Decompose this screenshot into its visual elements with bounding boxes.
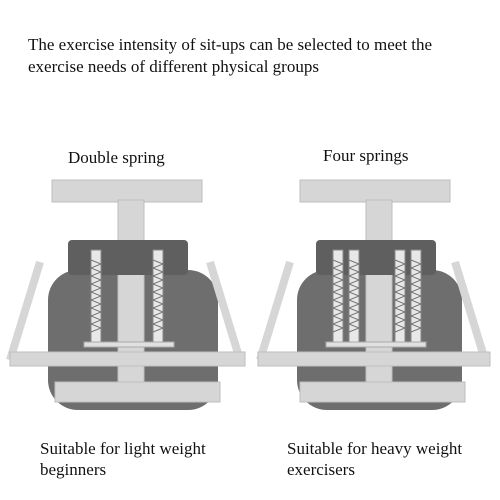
panel-title-four: Four springs bbox=[323, 146, 409, 165]
left-rail bbox=[6, 260, 44, 362]
top-crossbar bbox=[299, 179, 451, 203]
back-plate bbox=[68, 240, 188, 275]
right-rail bbox=[451, 260, 489, 362]
panel-title-double: Double spring bbox=[68, 148, 165, 167]
spring bbox=[89, 249, 103, 346]
caption-four: Suitable for heavy weight exercisers bbox=[287, 439, 463, 479]
left-rail bbox=[256, 260, 294, 362]
bottom-bar bbox=[54, 381, 221, 403]
lower-crossbar bbox=[257, 351, 491, 367]
top-crossbar bbox=[51, 179, 203, 203]
right-rail bbox=[206, 260, 244, 362]
bottom-bar bbox=[299, 381, 466, 403]
spring-bar bbox=[325, 341, 427, 348]
caption-double: Suitable for light weight beginners bbox=[40, 439, 206, 479]
spring bbox=[347, 249, 361, 346]
headline: The exercise intensity of sit-ups can be… bbox=[28, 35, 433, 76]
double-spring-diagram bbox=[6, 179, 246, 410]
spring bbox=[393, 249, 407, 346]
spring bbox=[151, 249, 165, 346]
four-spring-diagram bbox=[256, 179, 491, 410]
back-plate bbox=[316, 240, 436, 275]
spring-bar bbox=[83, 341, 175, 348]
lower-crossbar bbox=[9, 351, 246, 367]
spring bbox=[331, 249, 345, 346]
spring bbox=[409, 249, 423, 346]
